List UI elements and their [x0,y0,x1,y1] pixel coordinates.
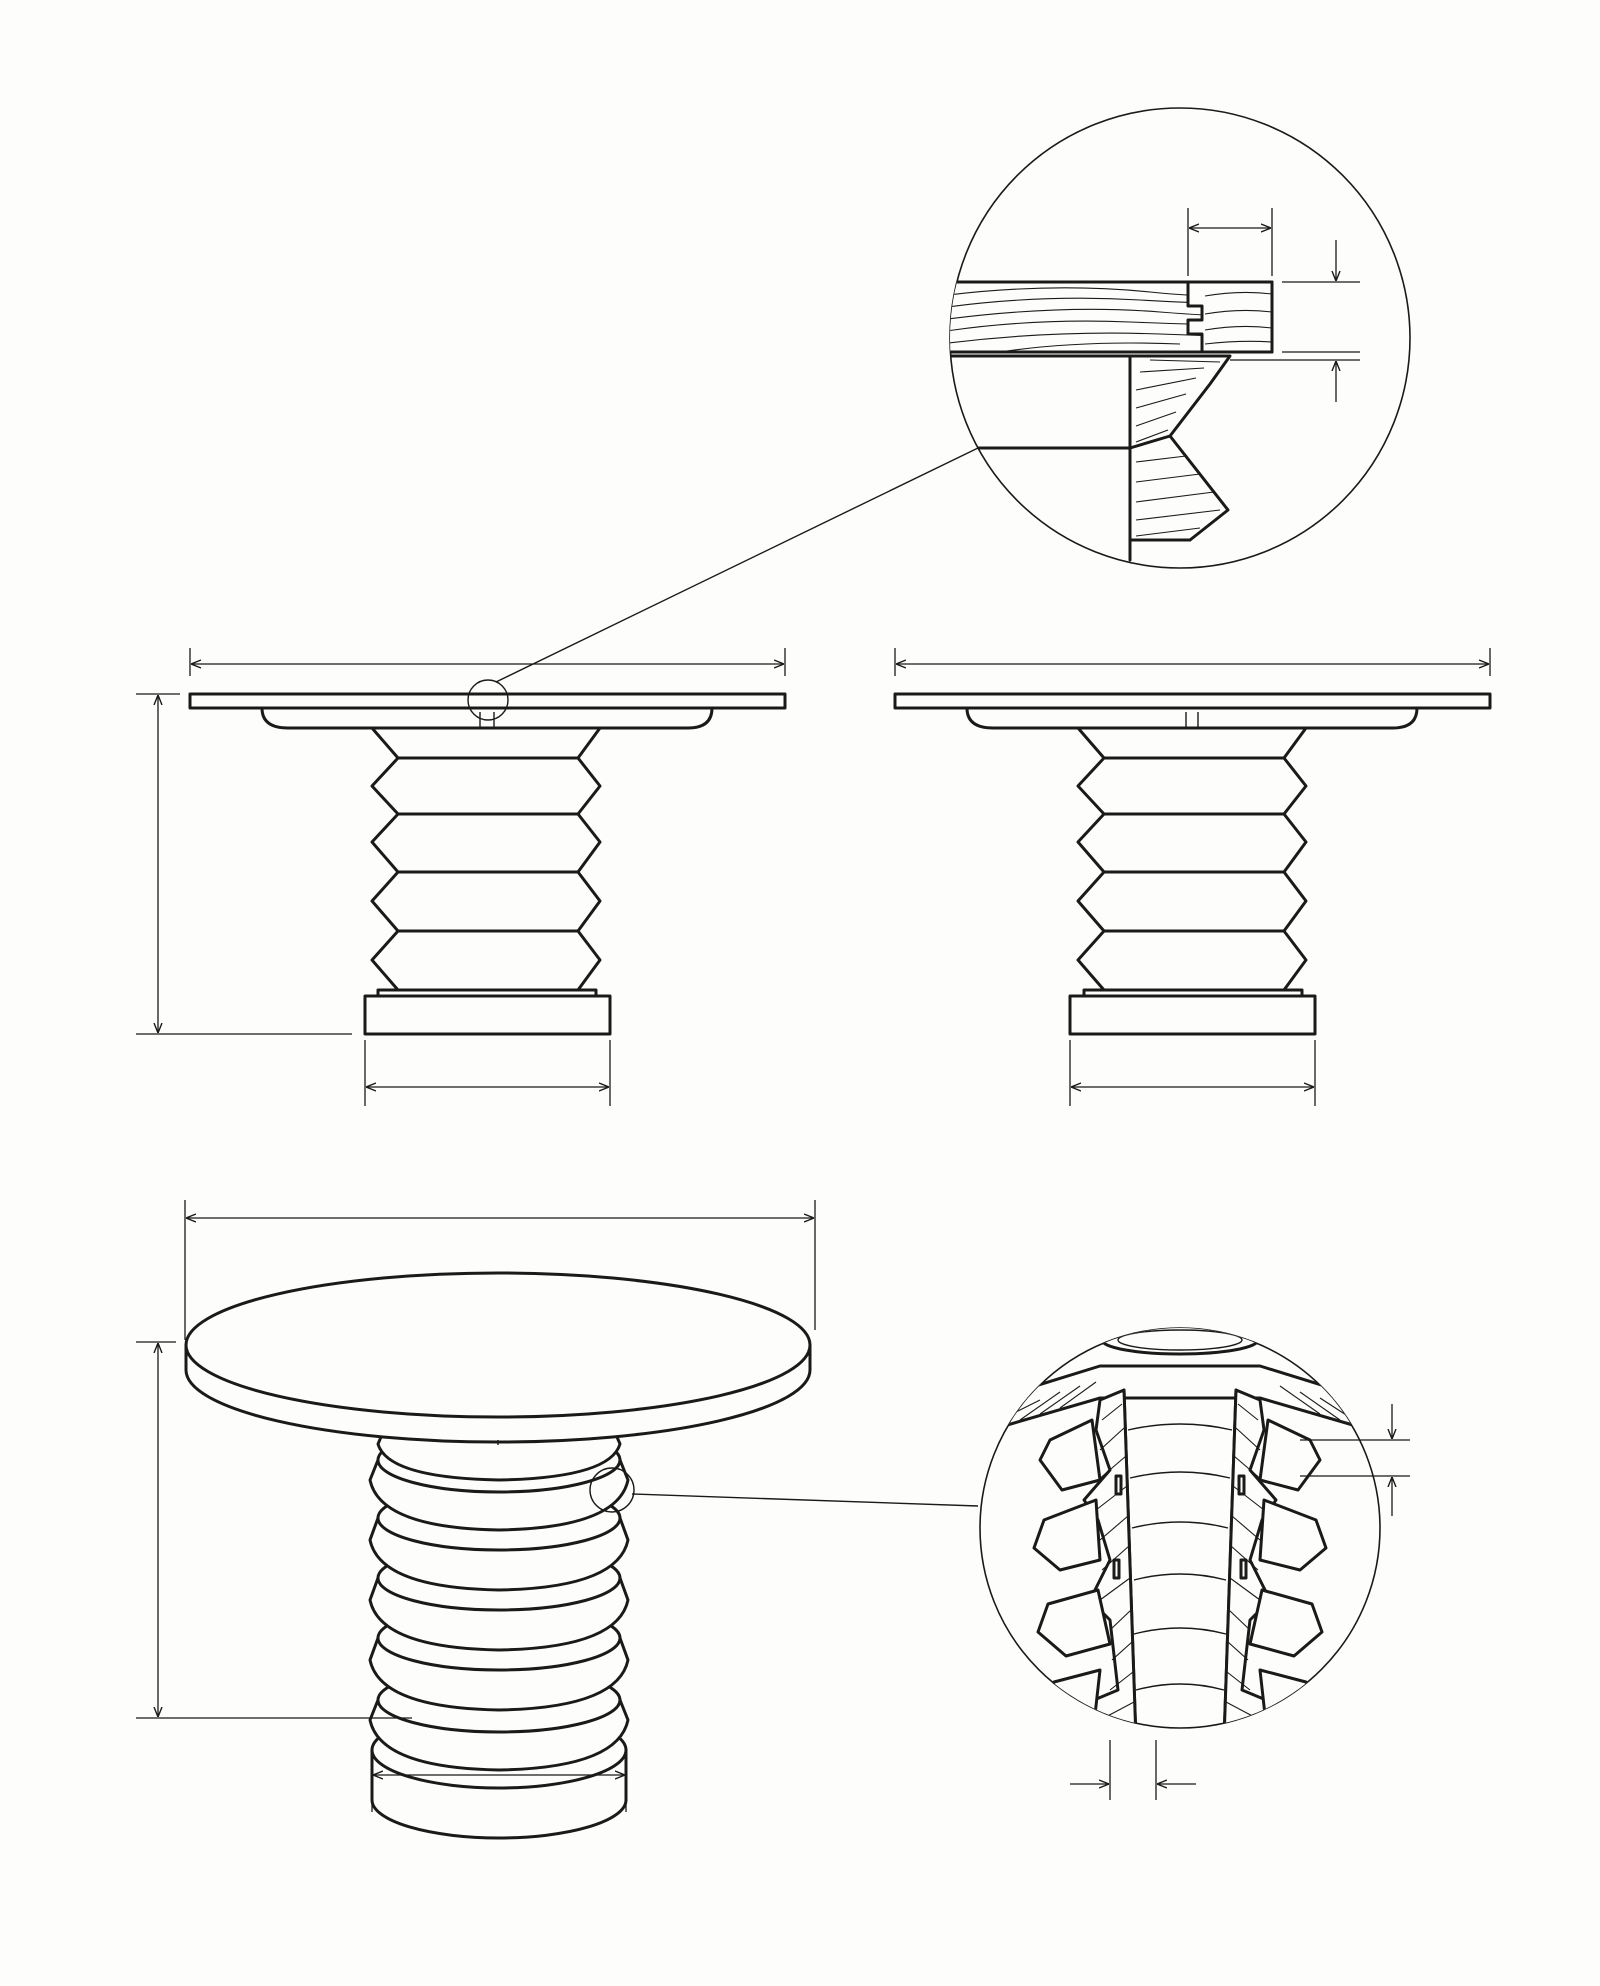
side-top-width-dimension [894,648,1491,676]
front-detail-callout-circle [467,679,509,721]
front-table-top [188,692,787,710]
wall-thickness-dimension [1070,1740,1196,1800]
edge-joint-detail [949,107,1411,569]
side-apron [965,706,1419,730]
front-top-width-dimension [189,648,786,676]
side-elevation [893,648,1492,1106]
side-pedestal [1068,726,1317,1036]
perspective-pedestal [368,1426,630,1840]
perspective-height-dimension [136,1341,412,1719]
front-pedestal [363,726,612,1036]
tier-height-dimension [1300,1404,1410,1516]
perspective-table-top [184,1271,812,1445]
bottom-detail-leader-line [631,1493,979,1507]
side-base-width-dimension [1069,1040,1316,1106]
front-base-width-dimension [364,1040,611,1106]
front-base-plinth [363,994,612,1036]
pedestal-section-detail [979,1327,1410,1800]
front-height-dimension [136,693,352,1035]
joint-width-dimension [1187,208,1273,276]
top-detail-leader-line [495,447,979,683]
front-elevation [136,648,787,1106]
joint-thickness-dimension [1230,240,1360,402]
perspective-view [136,1200,816,1840]
perspective-detail-callout-circle [589,1467,635,1513]
perspective-base-width-dimension [371,1775,627,1812]
side-base-plinth [1068,994,1317,1036]
side-table-top [893,692,1492,710]
front-apron [260,706,714,730]
perspective-top-width-dimension [184,1200,816,1340]
